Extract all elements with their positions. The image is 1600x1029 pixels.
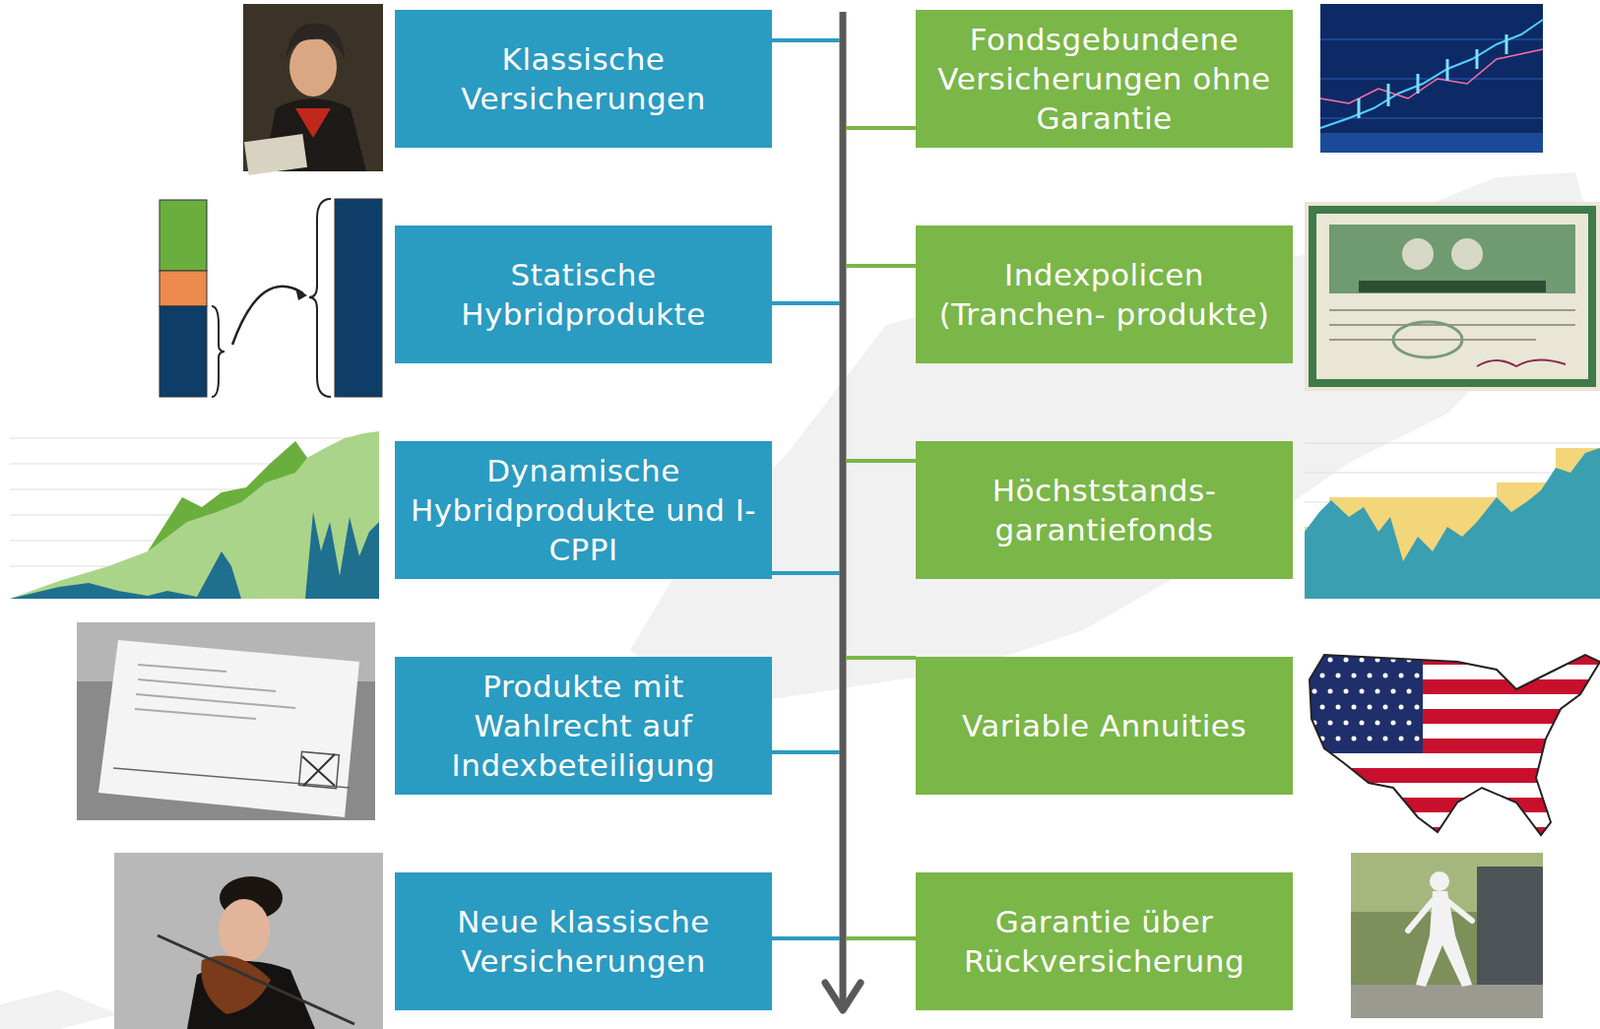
blue-box: Produkte mit Wahlrecht auf Indexbeteilig… [394, 656, 772, 795]
box-label: Garantie über Rückversicherung [929, 901, 1280, 982]
blue-box: Klassische Versicherungen [394, 9, 772, 148]
share-certificate [1304, 201, 1600, 391]
time-axis [839, 11, 847, 1009]
green-box: Fondsgebundene Versicherungen ohne Garan… [915, 9, 1293, 148]
background-map [0, 989, 119, 1029]
violinist-photo [114, 852, 384, 1029]
leader-lines-left [770, 40, 840, 939]
background-map [630, 172, 1596, 709]
green-box: Variable Annuities [915, 656, 1293, 795]
box-label: Klassische Versicherungen [408, 39, 759, 120]
box-label: Dynamische Hybridprodukte und I-CPPI [408, 450, 759, 571]
box-label: Fondsgebundene Versicherungen ohne Garan… [929, 19, 1280, 139]
cppi-chart [9, 431, 380, 599]
green-box: Höchststands- garantiefonds [915, 441, 1293, 579]
box-label: Indexpolicen (Tranchen- produkte) [929, 255, 1280, 335]
portrait-picture [243, 3, 384, 176]
stock-chart-photo [1320, 3, 1543, 153]
axis-arrowhead [825, 982, 861, 1011]
box-label: Produkte mit Wahlrecht auf Indexbeteilig… [408, 666, 759, 786]
box-label: Neue klassische Versicherungen [408, 901, 759, 982]
us-flag-map [1304, 649, 1600, 842]
blue-box: Dynamische Hybridprodukte und I-CPPI [394, 441, 772, 579]
ballot-paper [76, 622, 376, 821]
box-label: Variable Annuities [961, 705, 1247, 746]
green-box: Indexpolicen (Tranchen- produkte) [915, 225, 1293, 364]
leader-lines-right [845, 128, 916, 939]
blue-box: Neue klassische Versicherungen [394, 872, 772, 1011]
box-label: Höchststands- garantiefonds [929, 470, 1280, 551]
highwater-chart [1304, 443, 1600, 599]
tranche-bars [159, 198, 383, 397]
statue-photo [1350, 852, 1543, 1019]
green-box: Garantie über Rückversicherung [915, 872, 1293, 1011]
blue-box: Statische Hybridprodukte [394, 225, 772, 364]
box-label: Statische Hybridprodukte [408, 255, 759, 335]
